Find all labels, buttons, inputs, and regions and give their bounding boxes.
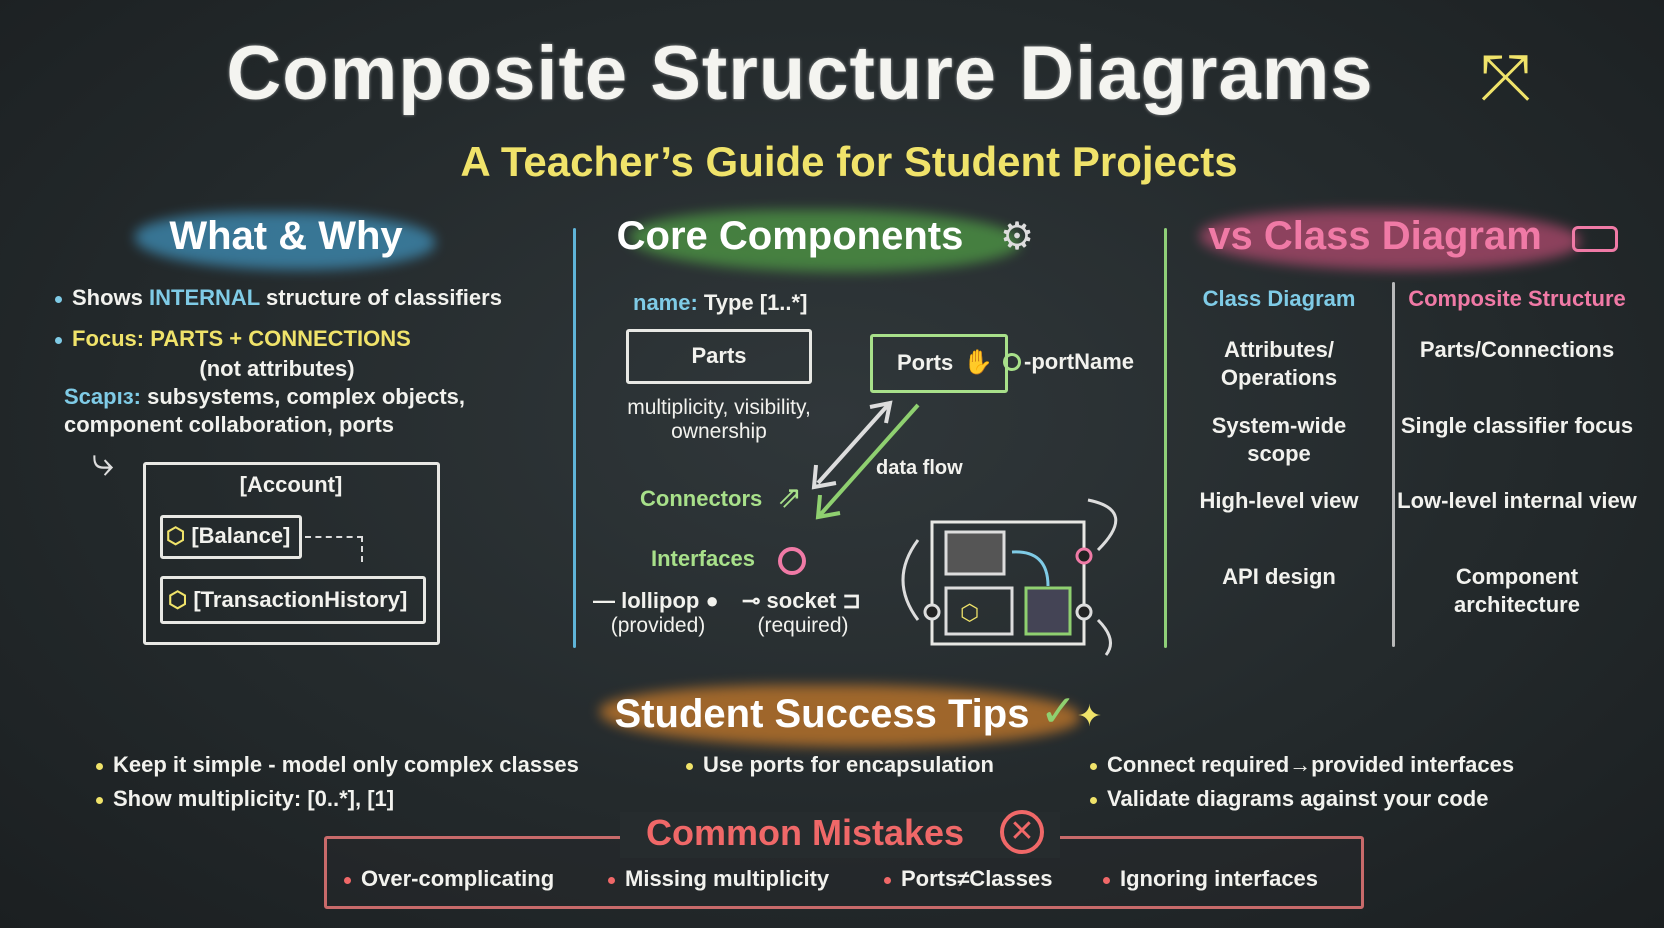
tip: Connect required→provided interfaces (1090, 752, 1514, 778)
vs-class-heading: vs Class Diagram (1208, 214, 1542, 258)
tips-heading: Student Success Tips (614, 692, 1030, 736)
port-name: -portName (1024, 349, 1135, 374)
parts-desc-2: ownership (671, 420, 767, 443)
class-diagram-cell: System-wide scope (1211, 413, 1347, 466)
connector-arrow-icon: ⇗ (777, 481, 803, 514)
part-transaction-history: ⬡ [TransactionHistory] (168, 587, 408, 612)
class-diagram-cell: Attributes/ Operations (1220, 337, 1338, 390)
composite-cell: Single classifier focus (1400, 413, 1634, 438)
mistake: Ignoring interfaces (1103, 866, 1318, 892)
port-circle-icon (1003, 353, 1021, 371)
parts-desc: multiplicity, visibility, (627, 396, 811, 419)
mistake: Ports≠Classes (884, 866, 1053, 892)
curved-arrow-icon: ⤷ (92, 440, 115, 484)
bullet-internal: Shows INTERNAL structure of classifiers (55, 285, 502, 311)
page-subtitle: A Teacher’s Guide for Student Projects (460, 138, 1238, 185)
checkmark-icon: ✓✦ (1040, 687, 1103, 736)
what-why-heading: What & Why (169, 214, 403, 258)
interface-target-icon (778, 547, 806, 575)
class-diagram-header: Class Diagram (1202, 286, 1356, 311)
tip: Show multiplicity: [0..*], [1] (96, 786, 394, 812)
mistakes-heading: Common Mistakes (645, 812, 965, 853)
part-balance: ⬡ [Balance] (166, 523, 291, 548)
composite-header: Composite Structure (1408, 286, 1626, 311)
bullet-focus: Focus: PARTS + CONNECTIONS (55, 326, 411, 352)
composite-cell: Low-level internal view (1397, 488, 1637, 513)
account-label: [Account] (239, 472, 343, 497)
card-icon (1572, 226, 1618, 252)
interfaces-label: Interfaces (651, 546, 755, 571)
composite-sketch: ⬡ (901, 498, 1118, 656)
tip: Validate diagrams against your code (1090, 786, 1488, 812)
tip: Use ports for encapsulation (686, 752, 994, 778)
port-icon: ✋ (963, 349, 993, 376)
account-example-box (143, 462, 440, 645)
expand-arrows-icon: ⤧ (1480, 41, 1532, 113)
puzzle-icon: ⚙ (1000, 216, 1035, 258)
required-label: (required) (757, 614, 849, 637)
data-flow-arrows-icon (811, 400, 920, 520)
data-flow-label: data flow (876, 457, 963, 479)
core-components-heading: Core Components (616, 214, 964, 258)
socket-label: ⊸ socket ⊐ (742, 588, 861, 613)
mistake: Missing multiplicity (608, 866, 829, 892)
name-type-label: name: Type [1..*] (633, 290, 808, 315)
provided-label: (provided) (610, 614, 706, 637)
ports-box: Ports (897, 350, 954, 375)
class-diagram-cell: High-level view (1199, 488, 1359, 513)
focus-note: (not attributes) (199, 356, 355, 381)
class-diagram-cell: API design (1222, 564, 1336, 589)
lollipop-label: — lollipop ● (593, 588, 719, 613)
divider (573, 228, 576, 648)
parts-box: Parts (691, 343, 747, 368)
composite-cell: Parts/Connections (1419, 337, 1615, 362)
scope-line-2: component collaboration, ports (64, 412, 395, 437)
svg-text:⬡: ⬡ (960, 600, 979, 625)
divider (1164, 228, 1167, 648)
scope-line: Scapıɜ: subsystems, complex objects, (64, 384, 465, 409)
composite-cell: Component architecture (1454, 564, 1580, 617)
mistake: Over-complicating (344, 866, 554, 892)
x-circle-icon: ✕ (1000, 810, 1044, 854)
tip: Keep it simple - model only complex clas… (96, 752, 579, 778)
page-title: Composite Structure Diagrams (226, 31, 1374, 116)
connectors-label: Connectors (640, 486, 763, 511)
